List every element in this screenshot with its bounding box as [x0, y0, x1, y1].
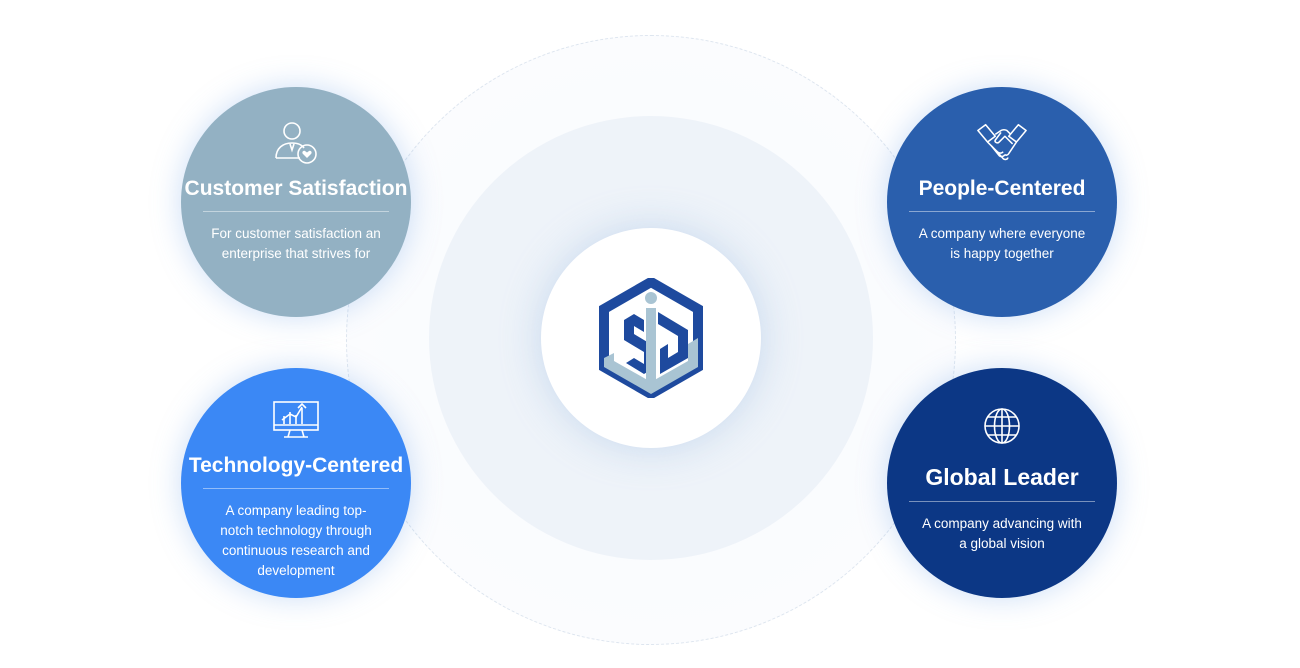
user-heart-icon — [270, 119, 322, 167]
value-description: For customer satisfaction an enterprise … — [211, 226, 381, 261]
value-circle-customer-satisfaction: Customer Satisfaction For customer satis… — [181, 87, 411, 317]
center-logo-circle — [541, 228, 761, 448]
value-title: People-Centered — [918, 177, 1086, 200]
value-description: A company advancing with a global vision — [922, 516, 1082, 551]
handshake-icon — [976, 119, 1028, 167]
value-circle-technology-centered: Technology-Centered A company leading to… — [181, 368, 411, 598]
value-circle-global-leader: Global Leader A company advancing with a… — [887, 368, 1117, 598]
monitor-chart-icon — [270, 396, 322, 444]
company-hexagon-logo — [599, 278, 703, 398]
value-circle-people-centered: People-Centered A company where everyone… — [887, 87, 1117, 317]
divider-line — [909, 501, 1095, 502]
value-description: A company leading top-notch technology t… — [220, 503, 372, 578]
globe-icon — [976, 402, 1028, 450]
value-title: Customer Satisfaction — [184, 177, 408, 200]
value-title: Technology-Centered — [188, 454, 404, 477]
value-title: Global Leader — [925, 464, 1079, 490]
value-description: A company where everyone is happy togeth… — [918, 226, 1086, 261]
divider-line — [203, 488, 389, 489]
divider-line — [909, 211, 1095, 212]
divider-line — [203, 211, 389, 212]
